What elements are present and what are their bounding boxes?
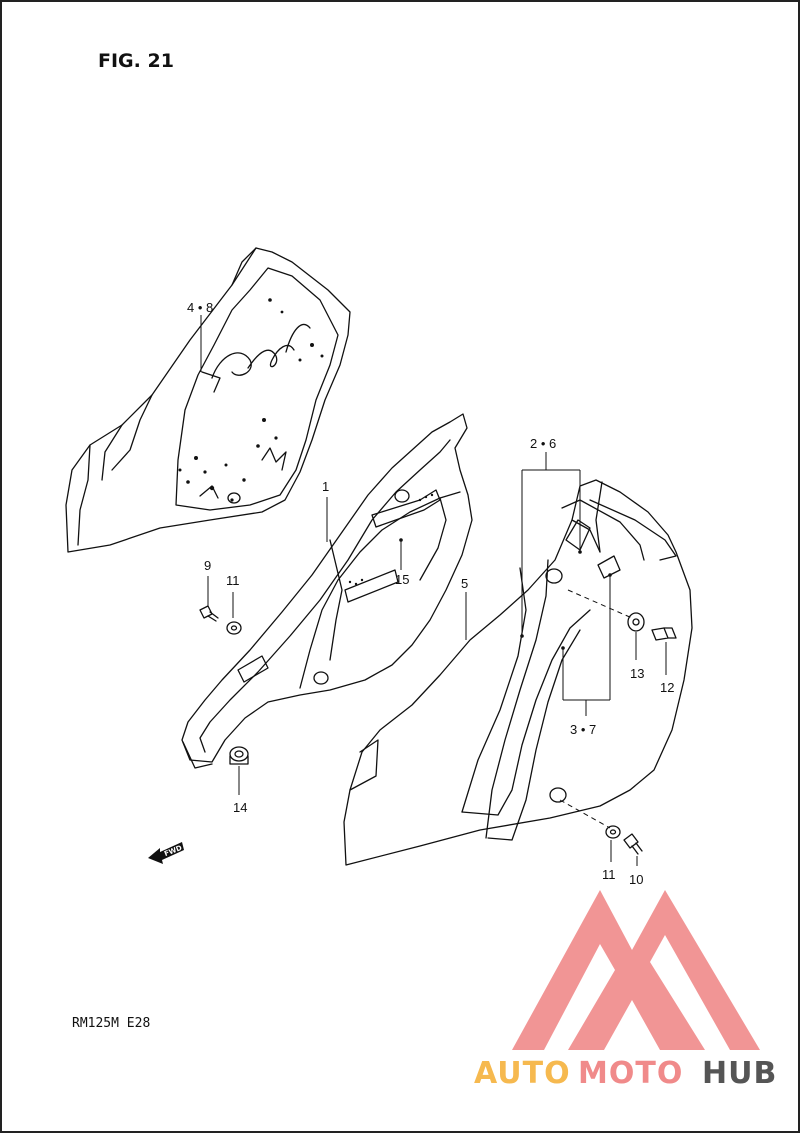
callout-11-lower: 11	[602, 867, 616, 882]
callout-5: 5	[461, 576, 468, 591]
bolt-10-part	[623, 833, 643, 855]
washer-11-lower-part	[605, 825, 621, 839]
leader-2-6	[520, 452, 582, 638]
watermark-hub: HUB	[702, 1056, 777, 1091]
watermark-moto: MOTO	[578, 1056, 683, 1091]
callout-4-8: 4 • 8	[187, 300, 213, 315]
decal-splatter	[178, 298, 324, 502]
callout-12: 12	[660, 680, 674, 695]
model-code: RM125M E28	[72, 1016, 150, 1031]
leader-3-7	[561, 573, 612, 716]
callout-13: 13	[630, 666, 644, 681]
callout-14: 14	[233, 800, 247, 815]
decal-panel-part	[65, 247, 351, 553]
assembly-line-upper	[567, 589, 633, 619]
callout-3-7: 3 • 7	[570, 722, 596, 737]
grommet-14-part	[229, 746, 249, 765]
callout-15: 15	[395, 572, 409, 587]
callout-1: 1	[322, 479, 329, 494]
bolt-9-part	[199, 605, 219, 622]
callout-9: 9	[204, 558, 211, 573]
washer-13-part	[627, 612, 645, 632]
watermark-logo-icon	[512, 890, 760, 1050]
side-cover-frame-part	[181, 413, 473, 769]
assembly-line-lower	[559, 799, 611, 829]
callout-11-upper: 11	[226, 573, 240, 588]
callout-2-6: 2 • 6	[530, 436, 556, 451]
figure-title: FIG. 21	[98, 50, 174, 72]
side-cover-part	[343, 479, 693, 866]
watermark-text: AUTO MOTO HUB	[474, 1056, 777, 1091]
bolt-12-part	[651, 627, 677, 641]
callout-10: 10	[629, 872, 643, 887]
watermark-auto: AUTO	[474, 1056, 571, 1091]
washer-11-part	[226, 621, 242, 635]
